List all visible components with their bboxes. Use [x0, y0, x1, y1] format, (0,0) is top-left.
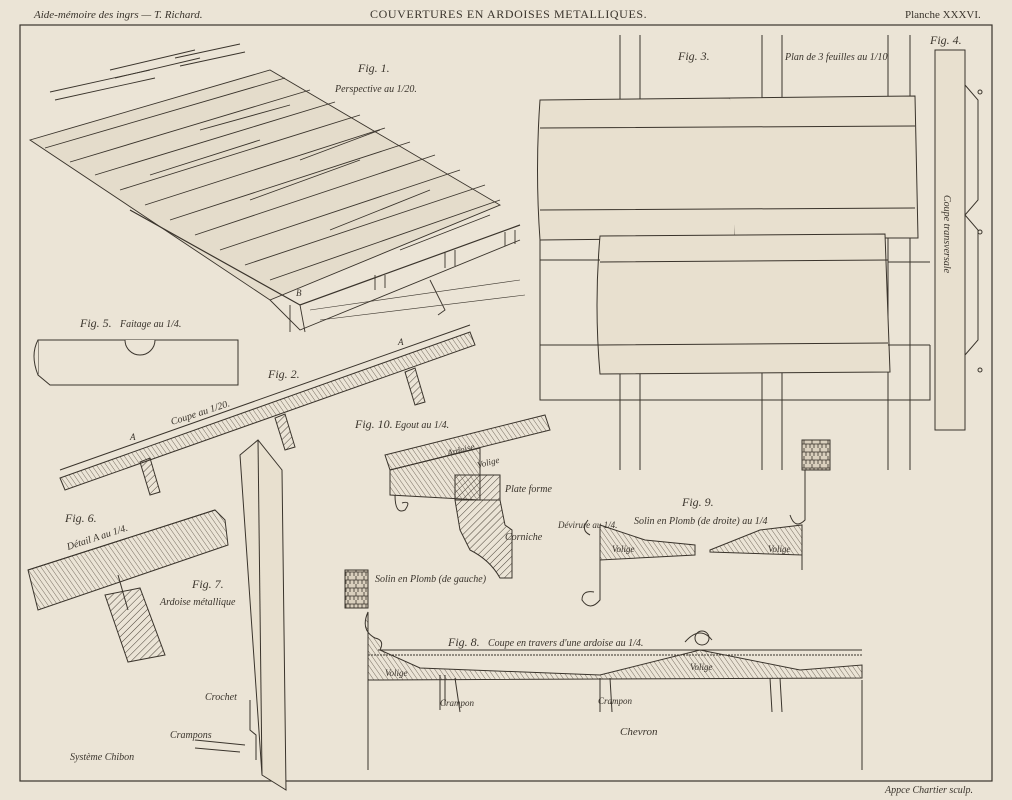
fig3-plan	[537, 35, 931, 470]
fig1-caption: Perspective au 1/20.	[334, 84, 417, 95]
fig5-faitage	[33, 339, 239, 386]
fig8-crampon-1: Crampon	[440, 698, 475, 708]
fig3-number: Fig. 3.	[677, 49, 710, 63]
fig1-mark-b: B	[296, 288, 302, 298]
footer-engraver: Appce Chartier sculp.	[884, 785, 973, 796]
fig9-number: Fig. 9.	[681, 495, 714, 509]
fig8-crampon-2: Crampon	[598, 696, 633, 706]
fig10-caption: Egout au 1/4.	[394, 420, 449, 431]
fig8-coupe-travers	[344, 569, 863, 770]
fig7-number: Fig. 7.	[191, 577, 224, 591]
fig9-solin-droite	[581, 439, 831, 607]
fig7-crampons: Crampons	[170, 730, 212, 741]
fig9-volige-right: Volige	[768, 544, 791, 554]
fig4-caption: Coupe transversale	[941, 195, 952, 274]
fig10-number: Fig. 10.	[354, 417, 393, 431]
fig3-caption: Plan de 3 feuilles au 1/10	[784, 52, 888, 63]
fig10-corniche: Corniche	[505, 532, 543, 543]
fig10-devirure: Dévirure au 1/4.	[557, 520, 617, 530]
fig8-solin-gauche: Solin en Plomb (de gauche)	[375, 574, 487, 585]
header-title: COUVERTURES EN ARDOISES METALLIQUES.	[370, 7, 647, 21]
fig4-coupe	[934, 49, 983, 431]
fig1-perspective	[28, 43, 526, 333]
fig7-caption: Ardoise métallique	[159, 597, 236, 608]
fig10-egout	[384, 414, 551, 579]
fig8-number: Fig. 8.	[447, 635, 480, 649]
fig7-crochet: Crochet	[205, 692, 237, 703]
fig6-number: Fig. 6.	[64, 511, 97, 525]
fig2-number: Fig. 2.	[267, 367, 300, 381]
fig2-mark-a2: A	[397, 337, 404, 347]
fig1-number: Fig. 1.	[357, 61, 390, 75]
fig7-systeme: Système Chibon	[70, 752, 134, 763]
fig9-volige-left: Volige	[612, 544, 635, 554]
fig10-plate-forme: Plate forme	[504, 484, 552, 495]
fig6-detail	[27, 509, 229, 663]
fig9-caption: Solin en Plomb (de droite) au 1/4	[634, 516, 768, 527]
fig2-coupe	[59, 324, 476, 496]
fig2-mark-a1: A	[129, 432, 136, 442]
fig4-number: Fig. 4.	[929, 33, 962, 47]
header-right: Planche XXXVI.	[905, 9, 981, 21]
plate-border	[19, 24, 993, 782]
fig8-caption: Coupe en travers d'une ardoise au 1/4.	[488, 638, 643, 649]
fig7-ardoise	[194, 439, 287, 791]
fig8-volige-2: Volige	[690, 662, 713, 672]
fig8-volige-1: Volige	[385, 668, 408, 678]
fig8-chevron: Chevron	[620, 726, 658, 738]
fig5-number: Fig. 5.	[79, 316, 112, 330]
header-left: Aide-mémoire des ingrs — T. Richard.	[33, 9, 203, 21]
fig5-caption: Faitage au 1/4.	[119, 319, 181, 330]
